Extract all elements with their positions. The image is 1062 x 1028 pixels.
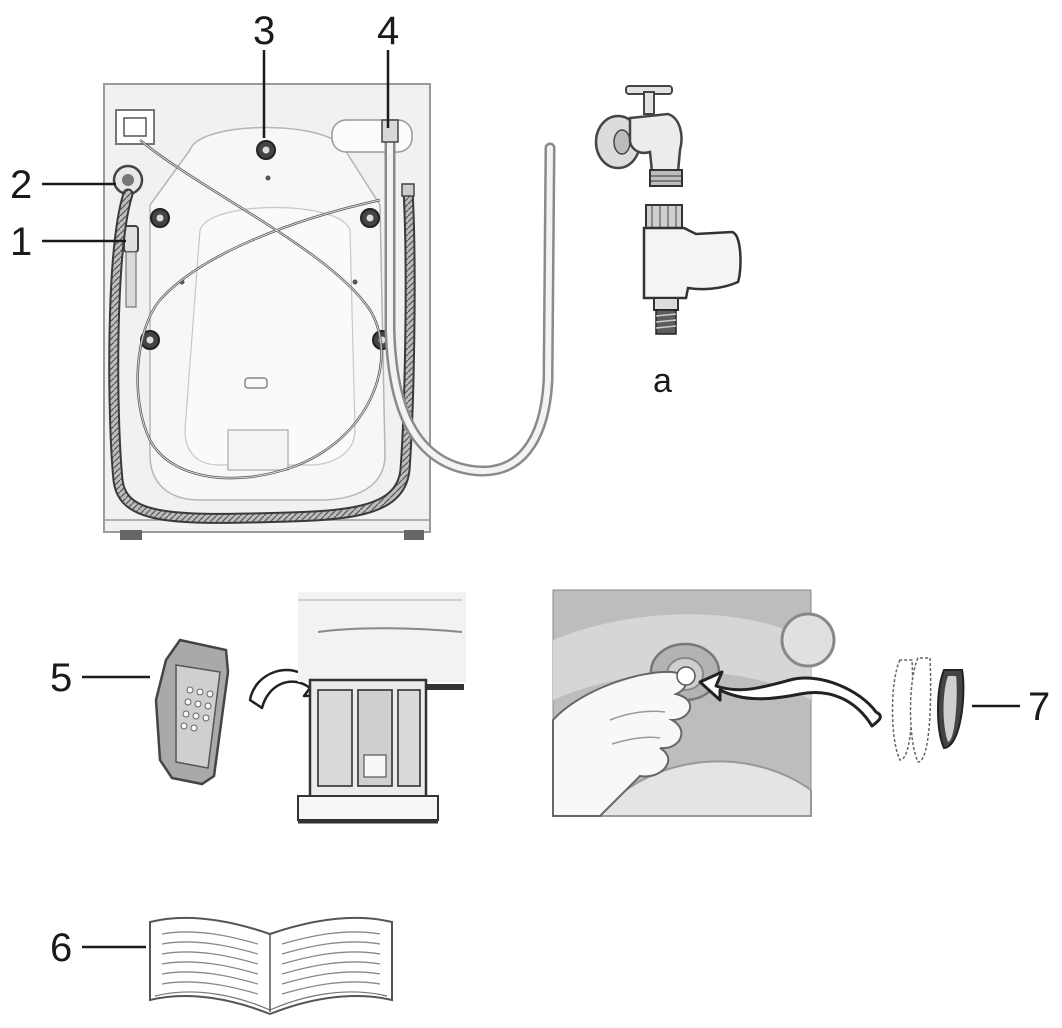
callout-label-a: a xyxy=(653,362,672,400)
callout-label-6: 6 xyxy=(50,926,72,970)
detergent-container-insert xyxy=(156,640,228,784)
callout-label-4: 4 xyxy=(377,9,399,53)
tap-adapter xyxy=(644,205,740,334)
callout-label-3: 3 xyxy=(253,9,275,53)
blanking-cap-photo xyxy=(553,590,880,816)
callout-label-1: 1 xyxy=(10,220,32,264)
user-manual-book xyxy=(150,918,392,1014)
callout-label-5: 5 xyxy=(50,656,72,700)
callout-label-2: 2 xyxy=(10,163,32,207)
callout-label-7: 7 xyxy=(1028,685,1050,729)
water-tap-illustration xyxy=(596,86,682,186)
detergent-drawer xyxy=(298,592,466,822)
blanking-cap-parts xyxy=(893,658,964,762)
